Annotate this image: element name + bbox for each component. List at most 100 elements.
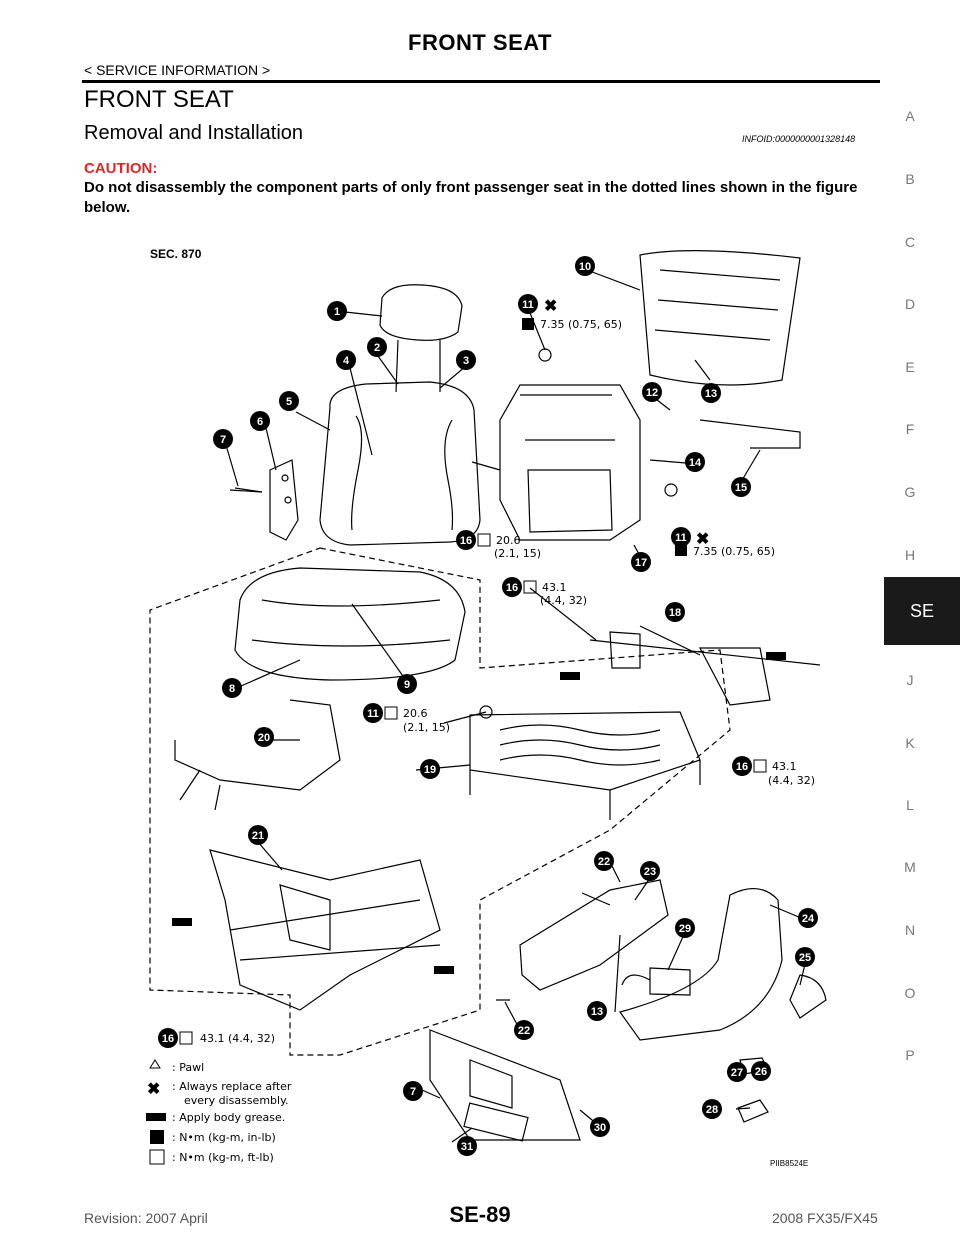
side-letter-m[interactable]: M <box>904 859 916 875</box>
torque-16-c: 43.1 (4.4, 32) <box>753 759 815 787</box>
svg-text:30: 30 <box>594 1122 606 1134</box>
pawl-icon <box>149 1059 161 1069</box>
svg-text:7: 7 <box>220 434 226 446</box>
side-letter-k[interactable]: K <box>905 735 915 751</box>
torque-ft-lb-icon <box>753 759 767 773</box>
callout-11-c: 11 <box>363 703 383 723</box>
callout-26: 26 <box>751 1061 771 1081</box>
svg-text:10: 10 <box>579 261 591 273</box>
svg-text:9: 9 <box>404 679 410 691</box>
callout-13: 13 <box>701 383 721 403</box>
svg-text:11: 11 <box>675 532 687 544</box>
replace-icon: ✖ <box>147 1081 160 1098</box>
torque-ft-lb-icon <box>523 580 537 594</box>
torque-in-lb-icon <box>150 1130 164 1144</box>
torque-16-a: 20.6 (2.1, 15) <box>477 533 541 560</box>
callout-16-d: 16 <box>158 1028 178 1048</box>
side-letter-c[interactable]: C <box>904 234 916 250</box>
callout-17: 17 <box>631 552 651 572</box>
side-letter-l[interactable]: L <box>906 797 914 813</box>
svg-text:(4.4, 32): (4.4, 32) <box>768 774 815 787</box>
svg-text:12: 12 <box>646 387 658 399</box>
callout-16-b: 16 <box>502 577 522 597</box>
svg-text:8: 8 <box>229 683 235 695</box>
callout-15: 15 <box>731 477 751 497</box>
legend-pawl: : Pawl <box>172 1061 204 1074</box>
torque-11-upper: ✖ 7.35 (0.75, 65) <box>522 298 622 331</box>
replace-icon: ✖ <box>696 531 709 548</box>
page-title: FRONT SEAT <box>84 86 234 113</box>
side-letter-b[interactable]: B <box>905 171 915 187</box>
side-letter-o[interactable]: O <box>904 985 916 1001</box>
torque-in-lb-icon <box>675 544 687 556</box>
svg-text:20.6: 20.6 <box>496 534 521 547</box>
svg-text:7.35 (0.75, 65): 7.35 (0.75, 65) <box>693 545 775 558</box>
grease-icon <box>434 966 454 974</box>
svg-text:19: 19 <box>424 764 436 776</box>
header-rule <box>82 80 880 83</box>
callout-8: 8 <box>222 678 242 698</box>
callout-22-upper: 22 <box>594 851 614 871</box>
svg-text:(2.1, 15): (2.1, 15) <box>494 547 541 560</box>
callout-3: 3 <box>456 350 476 370</box>
callout-16-c: 16 <box>732 756 752 776</box>
callout-13-lower: 13 <box>587 1001 607 1021</box>
callout-27: 27 <box>727 1062 747 1082</box>
callout-2: 2 <box>367 337 387 357</box>
svg-text:(4.4, 32): (4.4, 32) <box>540 594 587 607</box>
torque-ft-lb-icon <box>179 1031 193 1045</box>
svg-text:18: 18 <box>669 607 681 619</box>
callout-20: 20 <box>254 727 274 747</box>
header-subtitle: < SERVICE INFORMATION > <box>84 62 271 78</box>
svg-text:43.1: 43.1 <box>542 581 567 594</box>
passenger-boundary <box>149 547 731 1056</box>
legend-in-lb: : N•m (kg-m, in-lb) <box>172 1131 276 1144</box>
grease-icon <box>560 672 580 680</box>
torque-16-b: 43.1 (4.4, 32) <box>523 580 587 607</box>
torque-in-lb-icon <box>522 318 534 330</box>
callout-23: 23 <box>640 861 660 881</box>
side-letter-j[interactable]: J <box>906 672 914 688</box>
grease-icon <box>146 1113 166 1121</box>
callout-21: 21 <box>248 825 268 845</box>
callout-7: 7 <box>213 429 233 449</box>
svg-text:31: 31 <box>461 1141 473 1153</box>
caution-label: CAUTION: <box>84 160 158 177</box>
torque-11-lower: ✖ 7.35 (0.75, 65) <box>675 531 775 558</box>
callout-18: 18 <box>665 602 685 622</box>
side-letter-n[interactable]: N <box>904 922 916 938</box>
svg-text:17: 17 <box>635 557 647 569</box>
side-letter-e[interactable]: E <box>905 359 915 375</box>
header-title: FRONT SEAT <box>408 30 552 55</box>
side-letter-g[interactable]: G <box>904 484 916 500</box>
svg-text:22: 22 <box>518 1025 530 1037</box>
callout-4: 4 <box>336 350 356 370</box>
svg-text:26: 26 <box>755 1066 767 1078</box>
side-tab-se[interactable]: SE <box>884 577 960 645</box>
svg-text:(2.1, 15): (2.1, 15) <box>403 721 450 734</box>
replace-icon: ✖ <box>544 298 557 315</box>
callout-31: 31 <box>457 1136 477 1156</box>
figure-code: PIIB8524E <box>770 1159 808 1168</box>
footer-page-number: SE-89 <box>449 1202 511 1227</box>
side-letter-p[interactable]: P <box>905 1047 915 1063</box>
side-letter-h[interactable]: H <box>904 547 916 563</box>
callout-6: 6 <box>250 411 270 431</box>
callout-10: 10 <box>575 256 595 276</box>
svg-text:4: 4 <box>343 355 350 367</box>
svg-text:23: 23 <box>644 866 656 878</box>
legend-replace-2: every disassembly. <box>184 1094 289 1107</box>
callout-22-lower: 22 <box>514 1020 534 1040</box>
svg-text:24: 24 <box>802 913 815 925</box>
grease-icon <box>766 652 786 660</box>
callout-5: 5 <box>279 391 299 411</box>
side-letter-d[interactable]: D <box>904 296 916 312</box>
callout-30: 30 <box>590 1117 610 1137</box>
callout-16-a: 16 <box>456 530 476 550</box>
side-letter-f[interactable]: F <box>905 421 915 437</box>
legend-ft-lb: : N•m (kg-m, ft-lb) <box>172 1151 274 1164</box>
svg-text:20: 20 <box>258 732 270 744</box>
side-letter-a[interactable]: A <box>905 108 915 124</box>
callout-19: 19 <box>420 759 440 779</box>
caution-text: Do not disassembly the component parts o… <box>84 179 858 216</box>
